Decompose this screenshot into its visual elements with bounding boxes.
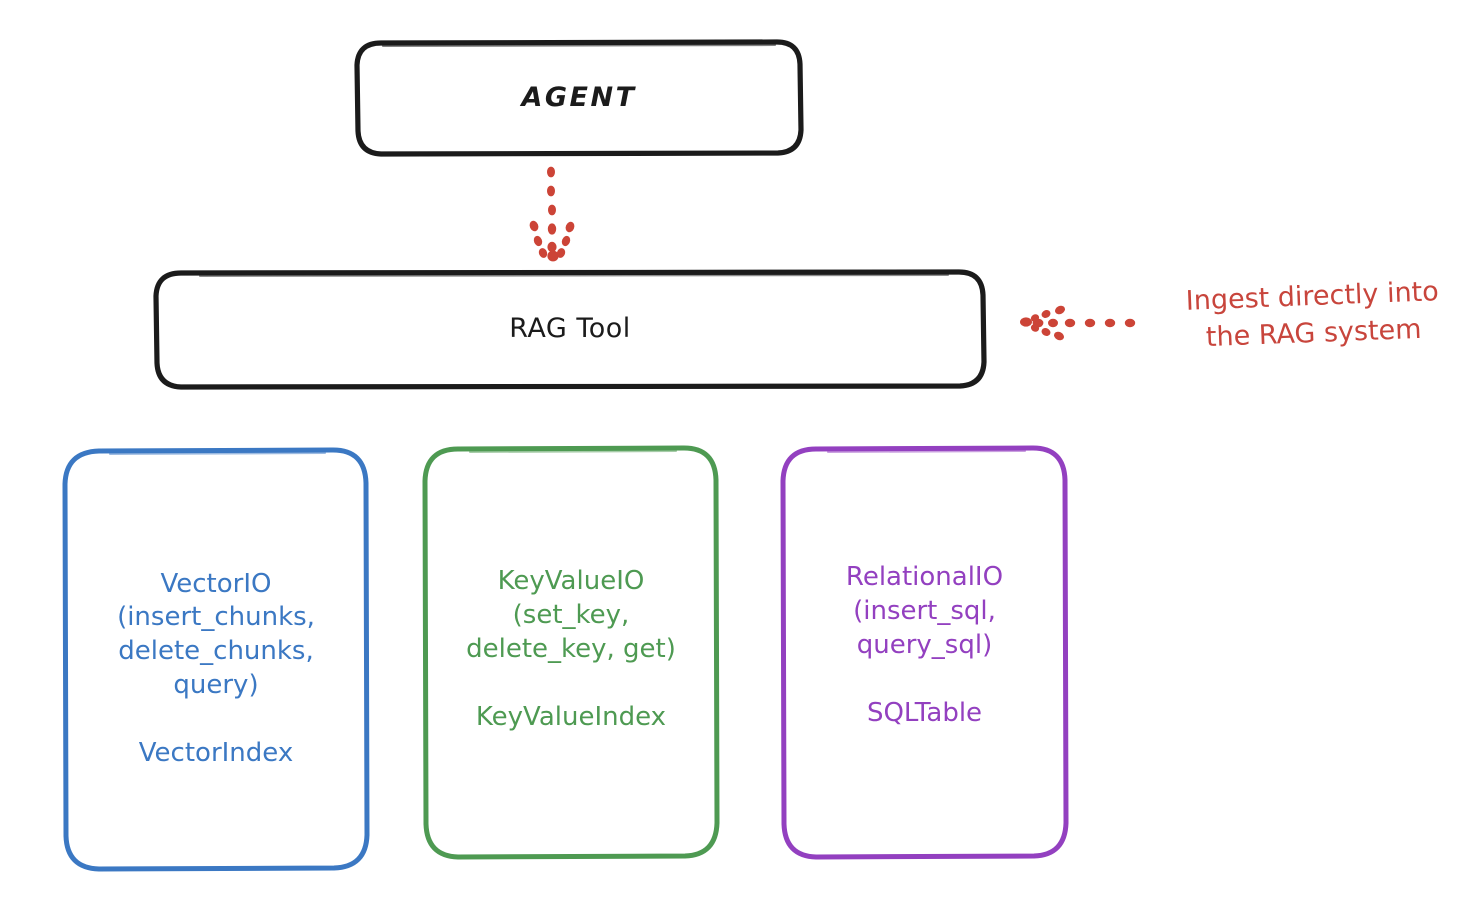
key-value-io-box-outline xyxy=(422,445,720,860)
agent-to-rag-tool-arrow xyxy=(529,166,575,262)
agent-node[interactable]: AGENT xyxy=(358,42,800,154)
vector-io-body: VectorIO (insert_chunks, delete_chunks, … xyxy=(117,568,315,771)
ingest-annotation-label: Ingest directly into the RAG system xyxy=(1185,276,1440,354)
rag-tool-label: RAG Tool xyxy=(509,312,631,344)
relational-io-api-label: RelationalIO (insert_sql, query_sql) xyxy=(845,562,1004,660)
vector-io-node[interactable]: VectorIO (insert_chunks, delete_chunks, … xyxy=(66,450,366,868)
ingest-arrow xyxy=(1020,305,1136,341)
vector-io-api-label: VectorIO (insert_chunks, delete_chunks, … xyxy=(117,568,315,700)
rag-tool-box-outline xyxy=(153,269,987,390)
key-value-io-body: KeyValueIO (set_key, delete_key, get) Ke… xyxy=(466,565,676,734)
key-value-io-api-label: KeyValueIO (set_key, delete_key, get) xyxy=(466,566,676,664)
relational-io-node[interactable]: RelationalIO (insert_sql, query_sql) SQL… xyxy=(785,448,1064,856)
relational-io-body: RelationalIO (insert_sql, query_sql) SQL… xyxy=(846,561,1003,730)
agent-label: AGENT xyxy=(521,81,637,113)
vector-io-index-label: VectorIndex xyxy=(138,737,294,768)
key-value-io-node[interactable]: KeyValueIO (set_key, delete_key, get) Ke… xyxy=(426,448,716,856)
rag-tool-node[interactable]: RAG Tool xyxy=(156,272,984,386)
relational-io-index-label: SQLTable xyxy=(866,697,983,728)
relational-io-box-outline xyxy=(780,445,1069,860)
vector-io-box-outline xyxy=(62,447,370,872)
agent-box-outline xyxy=(354,39,804,157)
key-value-io-index-label: KeyValueIndex xyxy=(475,701,667,732)
